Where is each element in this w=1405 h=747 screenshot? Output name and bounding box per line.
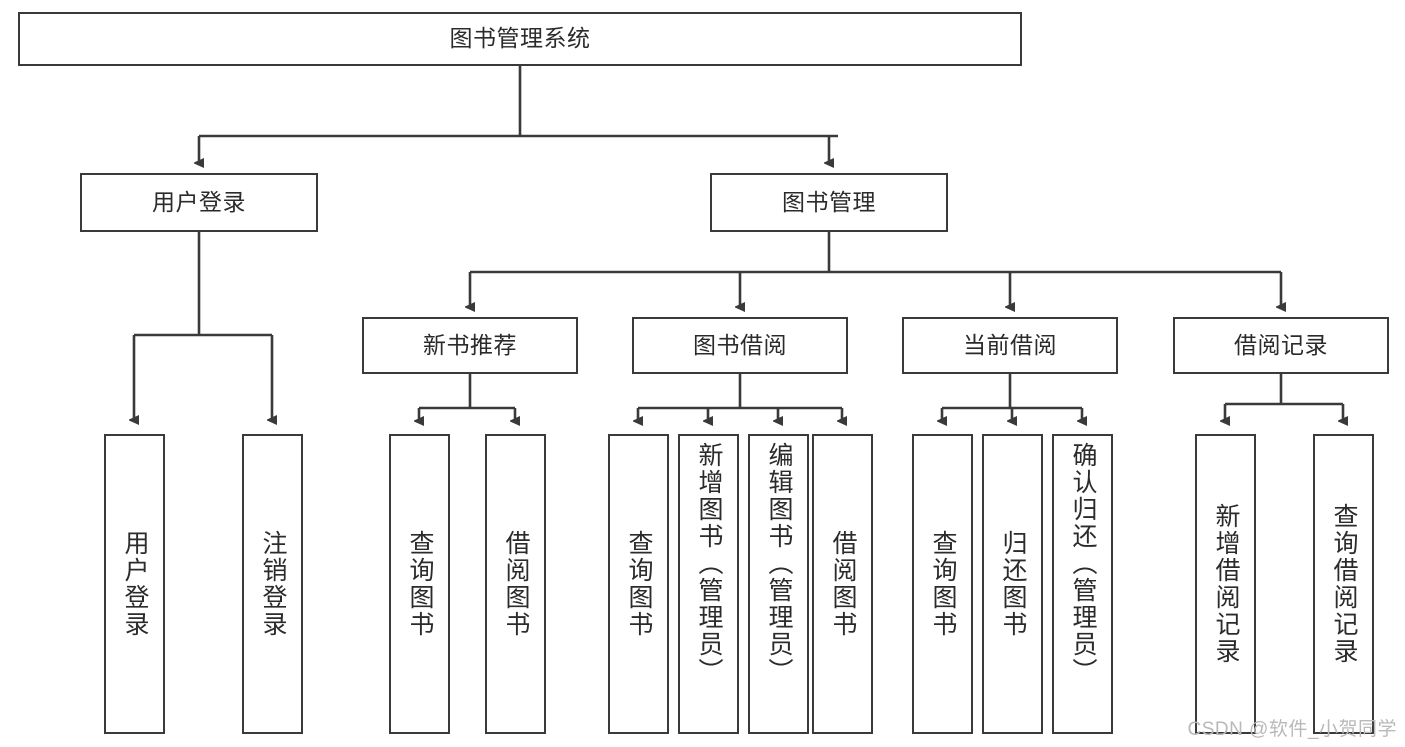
node-label: 查询借阅记录 bbox=[1330, 503, 1358, 665]
node-label: 借阅图书 bbox=[829, 530, 857, 638]
leaf-add-book-admin[interactable]: 新增图书（管理员） bbox=[678, 434, 739, 734]
node-label: 确认归还（管理员） bbox=[1069, 442, 1097, 685]
node-label: 新增图书（管理员） bbox=[695, 442, 723, 685]
node-label: 图书管理系统 bbox=[449, 25, 591, 52]
watermark-text: CSDN @软件_小贺同学 bbox=[1187, 719, 1397, 740]
node-label: 归还图书 bbox=[999, 530, 1027, 638]
node-label: 图书管理 bbox=[782, 188, 876, 215]
node-label: 当前借阅 bbox=[963, 331, 1057, 358]
node-book-borrow[interactable]: 图书借阅 bbox=[632, 317, 848, 374]
leaf-borrow-book-1[interactable]: 借阅图书 bbox=[485, 434, 546, 734]
leaf-query-book-1[interactable]: 查询图书 bbox=[389, 434, 450, 734]
leaf-user-login[interactable]: 用户登录 bbox=[104, 434, 165, 734]
node-book-manage[interactable]: 图书管理 bbox=[710, 173, 948, 232]
leaf-query-borrow-record[interactable]: 查询借阅记录 bbox=[1313, 434, 1374, 734]
node-new-book-recommend[interactable]: 新书推荐 bbox=[362, 317, 578, 374]
node-user-login[interactable]: 用户登录 bbox=[80, 173, 318, 232]
node-label: 新增借阅记录 bbox=[1212, 503, 1240, 665]
node-label: 图书借阅 bbox=[693, 331, 787, 358]
leaf-query-book-2[interactable]: 查询图书 bbox=[608, 434, 669, 734]
node-borrow-record[interactable]: 借阅记录 bbox=[1173, 317, 1389, 374]
leaf-add-borrow-record[interactable]: 新增借阅记录 bbox=[1195, 434, 1256, 734]
leaf-logout-login[interactable]: 注销登录 bbox=[242, 434, 303, 734]
node-current-borrow[interactable]: 当前借阅 bbox=[902, 317, 1118, 374]
node-label: 查询图书 bbox=[625, 530, 653, 638]
node-label: 借阅记录 bbox=[1234, 331, 1328, 358]
node-label: 新书推荐 bbox=[423, 331, 517, 358]
node-label: 查询图书 bbox=[406, 530, 434, 638]
node-label: 查询图书 bbox=[929, 530, 957, 638]
leaf-return-book[interactable]: 归还图书 bbox=[982, 434, 1043, 734]
node-label: 用户登录 bbox=[152, 188, 246, 215]
node-label: 借阅图书 bbox=[502, 530, 530, 638]
node-label: 编辑图书（管理员） bbox=[765, 442, 793, 685]
leaf-query-book-3[interactable]: 查询图书 bbox=[912, 434, 973, 734]
leaf-borrow-book-2[interactable]: 借阅图书 bbox=[812, 434, 873, 734]
node-root-system[interactable]: 图书管理系统 bbox=[18, 12, 1022, 66]
leaf-edit-book-admin[interactable]: 编辑图书（管理员） bbox=[748, 434, 809, 734]
leaf-confirm-return-admin[interactable]: 确认归还（管理员） bbox=[1052, 434, 1113, 734]
node-label: 用户登录 bbox=[121, 530, 149, 638]
node-label: 注销登录 bbox=[259, 530, 287, 638]
